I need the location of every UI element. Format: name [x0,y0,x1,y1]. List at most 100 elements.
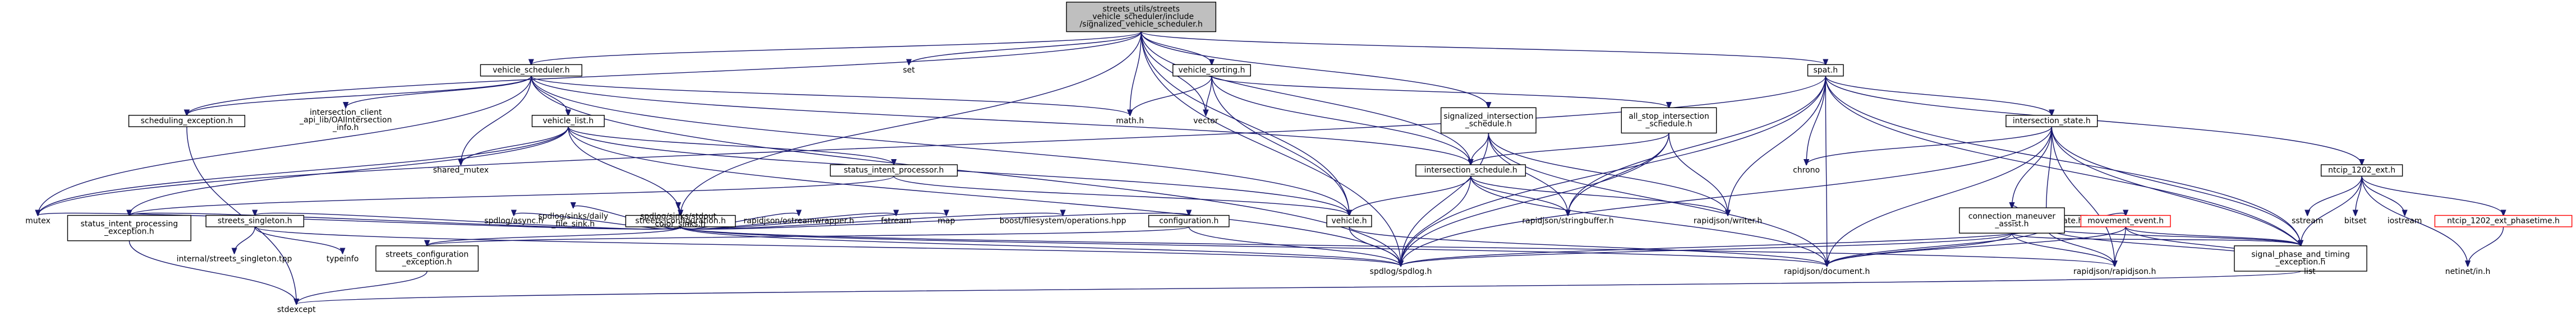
edge-intersection-state-to-chrono [1806,126,2053,165]
node-label: vector [1193,117,1218,125]
node-vehicle-sorting[interactable]: vehicle_sorting.h [1172,64,1251,77]
node-configuration[interactable]: configuration.h [1148,215,1230,227]
edge-streets-configuration-exception-to-stdexcept [296,271,427,304]
edge-vehicle-scheduler-to-shared-mutex [461,76,532,165]
node-spat[interactable]: spat.h [1807,64,1844,77]
edge-spat-to-signal-phase-exception [1825,76,2301,246]
edge-spat-to-intersection-state [1825,76,2051,115]
node-shared-mutex: shared_mutex [433,166,489,175]
edge-streets-configuration-to-configuration [680,213,1189,230]
edge-root-to-set [909,31,1142,65]
edge-intersection-state-to-list [2051,127,2310,266]
node-label: shared_mutex [433,166,489,175]
edge-vehicle-to-rapidjson-document [1349,226,1827,266]
node-sstream: sstream [2292,216,2323,225]
edge-movement-state-to-spdlog [1401,226,2047,266]
node-box [2005,115,2098,127]
edge-configuration-to-spdlog [1188,226,1401,266]
node-ntcip-phasetime[interactable]: ntcip_1202_ext_phasetime.h [2434,215,2573,227]
node-intersection-schedule[interactable]: intersection_schedule.h [1415,164,1526,177]
edge-root-to-spat [1140,31,1825,65]
edge-vehicle-list-to-streets-configuration [568,127,680,215]
edge-signalized-intersection-schedule-to-rapidjson-writer [1488,133,1728,215]
node-spdlog-daily: spdlog/sinks/daily_file_sink.h [538,212,608,229]
edge-root-to-vehicle-scheduler [531,31,1142,65]
node-label: signalized_intersection [1443,112,1533,121]
node-box [1959,207,2065,234]
node-connection-maneuver[interactable]: connection_maneuver_assist.h [1959,207,2065,234]
edge-vehicle-sorting-to-vector [1206,76,1212,115]
edge-connection-maneuver-to-signal-phase-exception [2011,232,2301,246]
edge-intersection-schedule-to-rapidjson-document [1470,176,1827,266]
edge-intersection-state-to-signal-phase-exception [2051,127,2301,246]
edge-spat-to-rapidjson-document [1825,76,1827,266]
edge-spat-to-list [1825,76,2310,266]
edge-spat-to-rapidjson-writer [1728,76,1826,216]
node-label: intersection_schedule.h [1424,166,1517,175]
node-scheduling-exception[interactable]: scheduling_exception.h [128,115,246,127]
node-root[interactable]: streets_utils/streets_vehicle_scheduler/… [1066,2,1217,32]
node-label: _file_sink.h [551,220,595,229]
edge-intersection-schedule-to-rapidjson-writer [1470,176,1728,215]
edge-connection-maneuver-to-spdlog [1401,232,2013,266]
node-box [67,215,192,241]
edge-root-to-signalized-intersection-schedule [1140,31,1488,108]
node-vehicle-scheduler[interactable]: vehicle_scheduler.h [480,64,582,77]
node-ntcip-1202-ext[interactable]: ntcip_1202_ext.h [2320,164,2403,177]
node-rapidjson-ostream: rapidjson/ostreamwrapper.h [744,216,854,225]
node-math: math.h [1116,117,1144,125]
node-vehicle[interactable]: vehicle.h [1326,215,1372,227]
node-typeinfo: typeinfo [326,254,359,263]
node-label: rapidjson/rapidjson.h [2073,267,2156,276]
edge-all-stop-intersection-schedule-to-rapidjson-writer [1668,133,1728,215]
edge-spat-to-spdlog [1401,76,1826,266]
node-status-intent-processor[interactable]: status_intent_processor.h [830,164,958,177]
edge-connection-maneuver-to-rapidjson-document [1827,232,2013,266]
node-label: _api_lib/OAIIntersection [299,116,392,125]
node-map: map [937,216,955,225]
node-vehicle-list[interactable]: vehicle_list.h [531,115,605,127]
edge-streets-singleton-to-spdlog [254,226,1401,266]
node-box [1807,64,1844,77]
node-movement-event[interactable]: movement_event.h [2080,215,2171,227]
node-box [2434,215,2573,227]
node-all-stop-intersection-schedule[interactable]: all_stop_intersection_schedule.h [1621,107,1717,134]
node-signalized-intersection-schedule[interactable]: signalized_intersection_schedule.h [1441,107,1537,134]
edge-vehicle-list-to-vehicle [568,127,1349,215]
node-label: ntcip_1202_ext.h [2328,166,2395,175]
node-label: vehicle_sorting.h [1179,66,1245,75]
edge-spat-to-chrono [1806,76,1826,165]
edge-status-intent-processor-to-vehicle [893,175,1349,215]
node-status-intent-processing-exception[interactable]: status_intent_processing_exception.h [67,215,192,241]
node-label: _schedule.h [1465,119,1512,128]
node-label: status_intent_processing [81,220,178,229]
node-vector: vector [1193,117,1218,125]
node-label: typeinfo [326,254,359,263]
node-label: streets_utils/streets [1102,4,1180,13]
edge-vehicle-scheduler-to-intersection-client [346,76,532,108]
node-streets-configuration-exception[interactable]: streets_configuration_exception.h [375,245,479,272]
node-label: _info.h [332,123,358,132]
edge-ntcip-1202-ext-to-ntcip-phasetime [2361,176,2503,215]
node-label: spdlog/async.h [484,216,543,225]
edge-streets-singleton-to-internal-singleton [234,226,256,253]
edge-spat-to-mutex [38,76,1826,216]
node-streets-singleton[interactable]: streets_singleton.h [205,215,305,227]
node-intersection-state[interactable]: intersection_state.h [2005,115,2098,127]
node-rapidjson-writer: rapidjson/writer.h [1694,216,1762,225]
node-label: _exception.h [2275,258,2326,267]
edge-movement-state-to-signal-phase-exception [2045,226,2301,246]
edge-streets-singleton-to-typeinfo [254,226,342,253]
node-signal-phase-exception[interactable]: signal_phase_and_timing_exception.h [2234,245,2367,272]
edge-signalized-intersection-schedule-to-intersection-schedule [1471,133,1489,165]
node-streets-configuration[interactable]: streets_configuration.h [625,215,736,227]
edge-root-to-streets-configuration [680,31,1142,216]
node-intersection-client: intersection_client_api_lib/OAIIntersect… [299,108,392,132]
edge-intersection-state-to-rapidjson-rapidjson [2051,127,2114,266]
node-label: vehicle.h [1332,216,1367,225]
node-label: math.h [1116,117,1144,125]
edge-movement-event-to-rapidjson-document [1827,226,2126,266]
node-label: status_intent_processor.h [844,166,944,175]
edge-intersection-state-to-movement-state [2046,127,2053,215]
edge-movement-event-to-rapidjson-rapidjson [2115,226,2126,266]
